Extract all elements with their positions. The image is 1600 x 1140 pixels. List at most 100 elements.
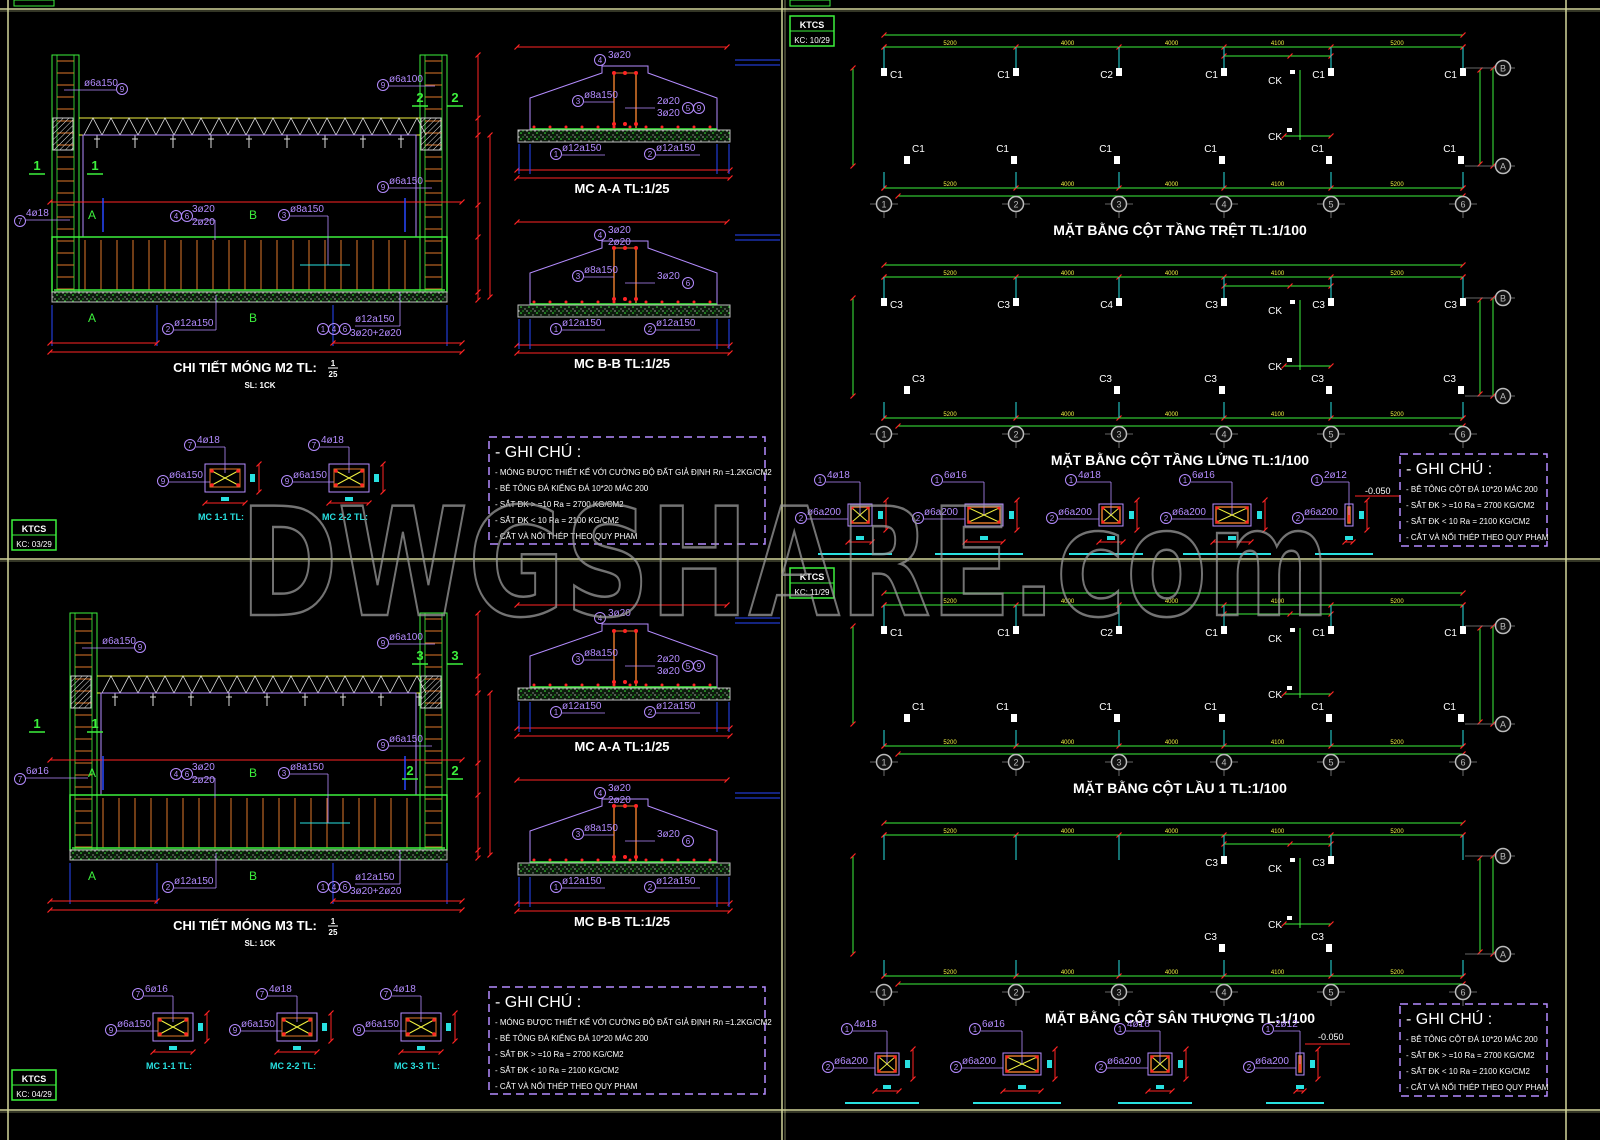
axis-label: 6 [1460,200,1465,210]
callout-number: 9 [381,639,386,648]
rebar-dot [612,297,616,301]
dimension-tick [1287,611,1293,617]
dimension-tick [1169,1088,1175,1094]
section-mark: 1 [91,716,98,731]
rebar-dot [184,1032,188,1036]
axis-bubble [875,195,893,213]
callout-number: 1 [845,1025,850,1034]
callout-circle [308,439,320,451]
column-label: C3 [1312,858,1325,869]
column-label: C3 [1311,374,1324,385]
rebar-label: ø12a150 [656,701,696,712]
rebar-dot [644,300,648,304]
callout-number: 1 [554,325,559,334]
rebar-label: ø12a150 [562,318,602,329]
rebar-dot [1150,1055,1154,1059]
dimension-tick [881,820,887,826]
rebar-dot [660,300,664,304]
dimension-tick [475,297,481,303]
axis-bubble [1322,425,1340,443]
rebar-dot [692,125,696,129]
dimension-value: 5200 [1390,970,1404,976]
callout-circle [377,739,389,751]
callout-circle [1311,474,1323,486]
dimension-value: 5200 [1390,740,1404,746]
callout-number: 9 [233,1026,238,1035]
dimension-text-mark [293,1046,301,1050]
section-mark: 3 [451,648,458,663]
callout-number: 1 [1183,476,1188,485]
rebar-dot [708,300,712,304]
dimension-tick [475,234,481,240]
slab-pattern [83,117,427,136]
dimension-tick [475,847,481,853]
dimension-tick [850,163,856,169]
dimension-tick [850,65,856,71]
callout-circle [1114,1023,1126,1035]
dimension-text-mark [1359,511,1364,519]
lean-concrete [517,129,731,143]
rebar-dot [676,858,680,862]
rebar-dot [628,125,632,129]
dimension-text-mark [1228,536,1236,540]
rebar-dot [866,520,870,524]
callout-circle [14,215,26,227]
column-label: C1 [1099,144,1112,155]
notes-line: - BÊ TÔNG CỘT ĐÁ 10*20 MÁC 200 [1406,1035,1538,1044]
dimension-tick [242,500,248,506]
rebar-label: 4ø18 [393,984,416,995]
section-mark: 1 [33,158,40,173]
callout-number: 3 [576,655,581,664]
dimension-value: 4000 [1061,599,1075,605]
callout-circle [1046,512,1058,524]
dimension-tick [1014,497,1020,503]
dimension-tick [1460,262,1466,268]
callout-circle [1095,1061,1107,1073]
dimension-tick [154,340,160,346]
section-label-b: B [249,311,257,325]
rebar-dot [1150,1069,1154,1073]
footing-section-outline [529,798,718,863]
rebar-dot [1035,1055,1039,1059]
column-marker [1114,386,1120,394]
callout-number: 7 [188,441,193,450]
rebar-label: ø12a150 [174,318,214,329]
notes-line: - BÊ TÔNG CỘT ĐÁ 10*20 MÁC 200 [1406,485,1538,494]
column-label: C1 [890,70,903,81]
axis-label: 5 [1328,200,1333,210]
callout-number: 5 [686,662,691,671]
callout-number: 7 [384,990,389,999]
rebar-dot [308,1032,312,1036]
callout-circle [550,706,562,718]
callout-circle [572,653,584,665]
dimension-tick [724,602,730,608]
dimension-value: 4000 [1061,829,1075,835]
callout-circle [377,79,389,91]
rebar-label: ø6a150 [389,734,423,745]
column-marker [1290,300,1295,304]
callout-circle [353,1024,365,1036]
callout-circle [822,1061,834,1073]
column-label: C1 [912,702,925,713]
rebar-dot [612,804,616,808]
axis-label: 6 [1460,430,1465,440]
plan-title: MẶT BẰNG CỘT SÂN THƯỢNG TL:1/100 [1045,1009,1315,1026]
callout-circle [281,475,293,487]
axis-bubble [1007,983,1025,1001]
rebar-dot [596,683,600,687]
axis-bubble [1494,387,1512,405]
callout-number: 6 [686,279,691,288]
dimension-tick [872,1088,878,1094]
column-label: C1 [1099,702,1112,713]
column-marker [1460,626,1466,634]
level-label: -0.050 [1318,1032,1344,1042]
dimension-tick [869,539,875,545]
dimension-tick [150,1049,156,1055]
rebar-label: 3ø20+2ø20 [350,328,402,339]
dimension-tick [850,853,856,859]
dimension-tick [1342,539,1348,545]
rebar-dot [158,1018,162,1022]
callout-circle [1292,512,1304,524]
dimension-value: 5200 [1390,412,1404,418]
